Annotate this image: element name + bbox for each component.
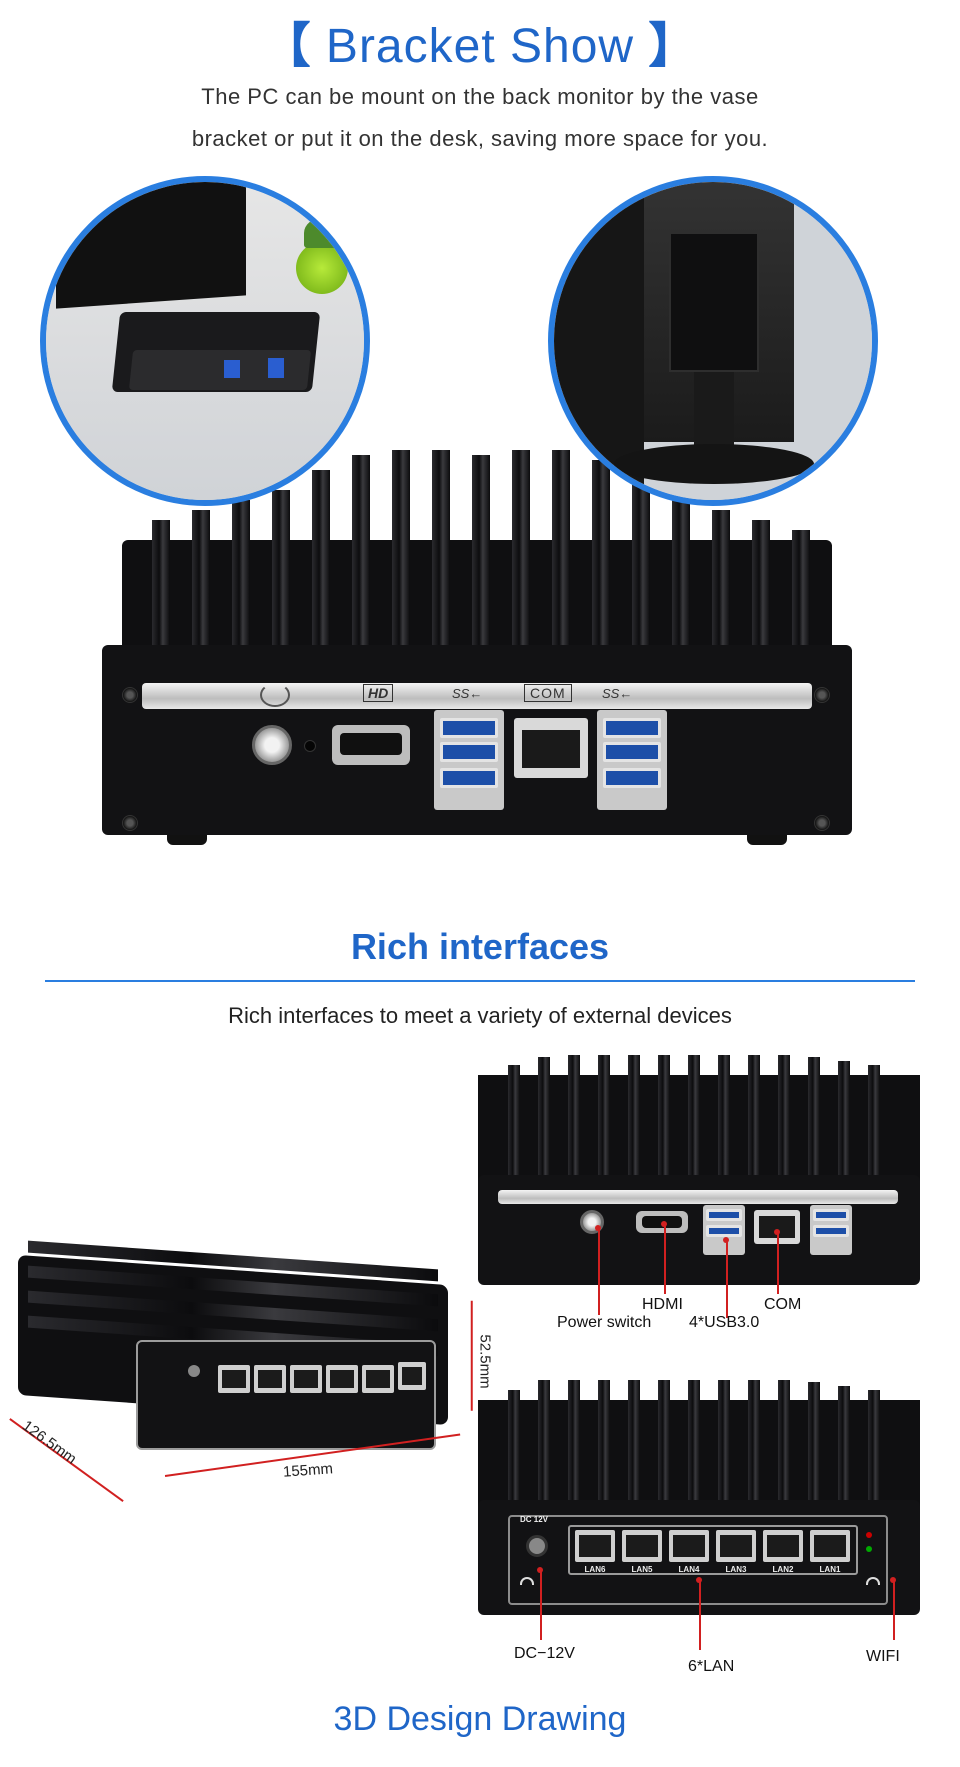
com-rj45-port — [514, 718, 588, 778]
dc-port-label: DC 12V — [520, 1515, 549, 1524]
mounted-pc — [669, 232, 759, 372]
title-text: Bracket Show — [325, 20, 635, 73]
desk-mount-photo — [40, 176, 370, 506]
bracket-show-title: 【 Bracket Show 】 — [0, 6, 960, 76]
wifi-icon — [520, 1577, 534, 1585]
callout-hdmi: HDMI — [642, 1296, 683, 1313]
design-drawing-title: 3D Design Drawing — [333, 1700, 627, 1738]
monitor — [56, 182, 246, 309]
lan-port-label: LAN1 — [819, 1565, 841, 1574]
plant — [304, 218, 340, 248]
rear-io-device-image — [478, 1055, 920, 1290]
callout-power-switch: Power switch — [557, 1314, 652, 1331]
callout-usb: 4*USB3.0 — [689, 1314, 760, 1331]
led-indicator — [304, 740, 316, 752]
power-symbol-icon — [260, 683, 290, 707]
rich-interfaces-subtitle: Rich interfaces to meet a variety of ext… — [228, 1003, 732, 1028]
status-led-icon — [866, 1546, 872, 1552]
width-dimension: 155mm — [282, 1460, 334, 1481]
hdmi-port — [332, 725, 410, 765]
plant-pot — [296, 242, 348, 294]
vesa-mount-photo — [548, 176, 878, 506]
title-bracket-close: 】 — [648, 20, 698, 73]
bracket-subtitle-line2: bracket or put it on the desk, saving mo… — [191, 126, 769, 151]
usb-left-label: SS← — [452, 686, 483, 701]
lan-port-label: LAN5 — [631, 1565, 653, 1574]
callout-dc: DC−12V — [514, 1645, 575, 1662]
screw-icon — [814, 815, 830, 831]
hd-label: HD — [363, 684, 394, 702]
com-label: COM — [524, 684, 572, 702]
height-dimension-line — [471, 1300, 473, 1411]
bracket-subtitle-line1: The PC can be mount on the back monitor … — [201, 84, 759, 109]
title-divider — [45, 980, 915, 982]
screw-icon — [122, 815, 138, 831]
callout-com: COM — [764, 1296, 802, 1313]
front-device-image: HD SS← COM SS← — [92, 450, 862, 865]
callout-lan: 6*LAN — [688, 1658, 735, 1675]
screw-icon — [122, 687, 138, 703]
usb-stack-left — [434, 710, 504, 810]
callout-wifi: WIFI — [866, 1648, 900, 1665]
dimension-device-image — [18, 1240, 458, 1465]
lan-port-label: LAN2 — [772, 1565, 794, 1574]
lan-port-label: LAN4 — [678, 1565, 700, 1574]
usb-right-label: SS← — [602, 686, 633, 701]
lan-port-label: LAN3 — [725, 1565, 747, 1574]
wifi-icon — [866, 1577, 880, 1585]
title-bracket-open: 【 — [262, 20, 312, 73]
monitor-side — [554, 182, 644, 500]
status-led-icon — [866, 1532, 872, 1538]
lan-port-label: LAN6 — [584, 1565, 606, 1574]
stand-base — [614, 444, 814, 484]
rich-interfaces-title: Rich interfaces — [350, 926, 610, 967]
power-button — [252, 725, 292, 765]
dc-jack — [526, 1535, 548, 1557]
usb-stack-right — [597, 710, 667, 810]
screw-icon — [814, 687, 830, 703]
silver-strip — [142, 683, 812, 709]
